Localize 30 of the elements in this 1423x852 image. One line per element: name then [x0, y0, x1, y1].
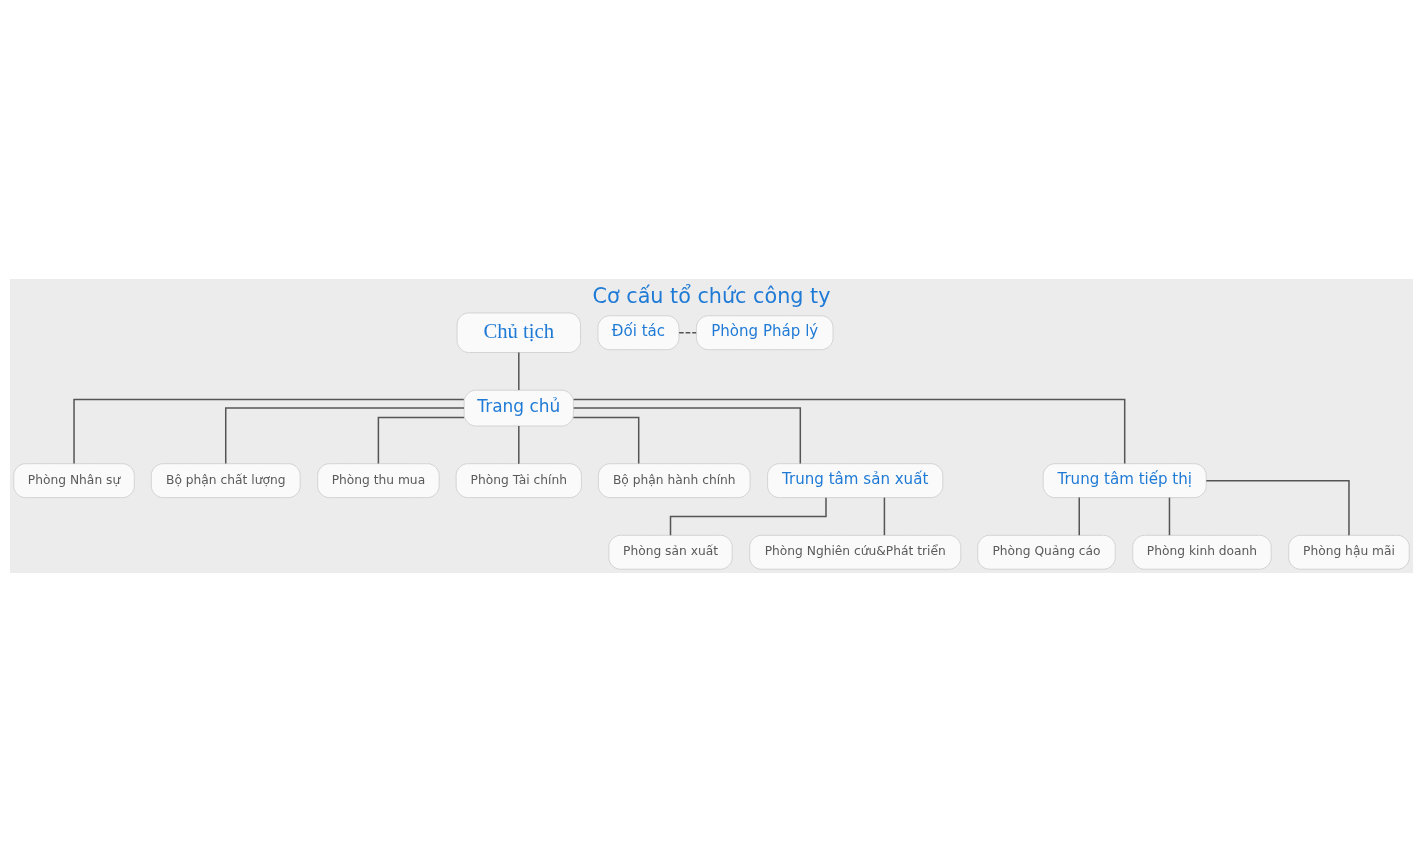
connector: [73, 398, 465, 465]
node-box: Chủ tịch: [456, 312, 581, 353]
connector: [377, 416, 465, 465]
connector: [573, 407, 802, 465]
connector: [572, 398, 1126, 465]
node-box: Bộ phận chất lượng: [150, 463, 301, 499]
node-box: Phòng Quảng cáo: [977, 534, 1116, 570]
node-box: Phòng Nhân sự: [13, 463, 135, 499]
node-box: Bộ phận hành chính: [597, 463, 751, 499]
connector: [1205, 479, 1350, 537]
connector: [1078, 496, 1080, 536]
node-box: Trung tâm sản xuất: [767, 463, 944, 499]
node-box: Phòng kinh doanh: [1132, 534, 1272, 570]
node-box: Đối tác: [597, 315, 680, 351]
connector: [518, 351, 520, 391]
connector: [518, 425, 520, 465]
node-box: Phòng Pháp lý: [695, 315, 834, 351]
node-box: Phòng hậu mãi: [1288, 534, 1410, 570]
node-box: Phòng sản xuất: [608, 534, 733, 570]
connector: [572, 416, 640, 465]
node-box: Phòng thu mua: [317, 463, 440, 499]
diagram-title: Cơ cấu tổ chức công ty: [592, 284, 831, 309]
connector: [225, 407, 465, 465]
node-box: Trang chủ: [463, 389, 574, 427]
connector: [678, 331, 697, 334]
node-box: Trung tâm tiếp thị: [1042, 463, 1207, 499]
connector: [1168, 496, 1171, 536]
connector: [883, 496, 886, 536]
node-box: Phòng Tài chính: [455, 463, 582, 499]
node-box: Phòng Nghiên cứu&Phát triển: [749, 534, 962, 570]
